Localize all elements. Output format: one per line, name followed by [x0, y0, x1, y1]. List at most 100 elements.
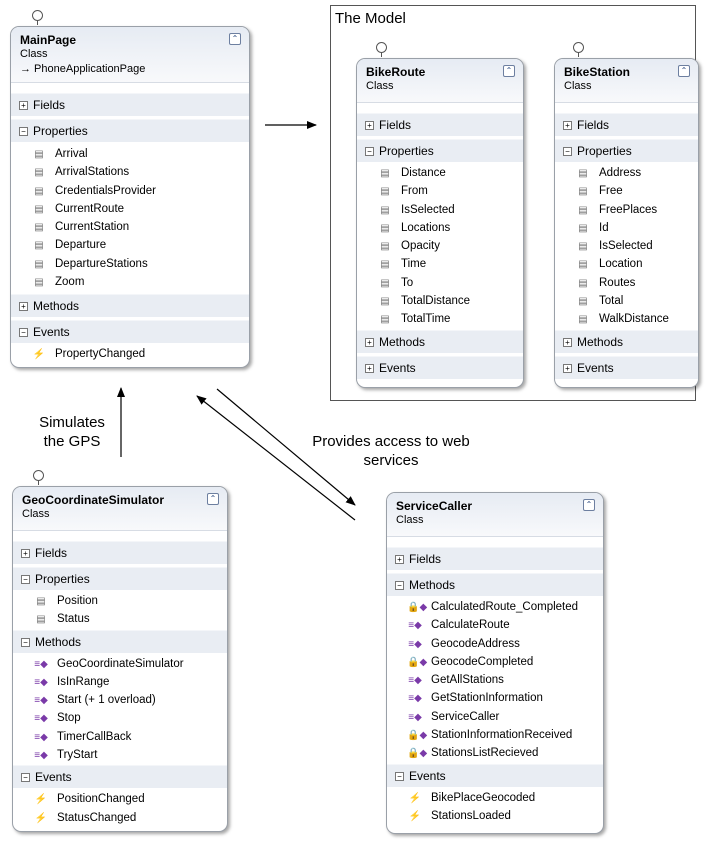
- section-methods[interactable]: −Methods: [13, 629, 227, 653]
- plus-box-icon[interactable]: +: [365, 337, 374, 347]
- property-item[interactable]: ▤CurrentStation: [11, 218, 249, 236]
- method-item[interactable]: ≡◆IsInRange: [13, 673, 227, 691]
- minus-box-icon[interactable]: −: [21, 637, 30, 647]
- property-item[interactable]: ▤Status: [13, 610, 227, 628]
- plus-box-icon[interactable]: +: [563, 121, 572, 130]
- property-item[interactable]: ▤Locations: [357, 219, 523, 237]
- plus-box-icon[interactable]: +: [365, 121, 374, 130]
- minus-box-icon[interactable]: −: [19, 328, 28, 338]
- double-chevron-up-icon[interactable]: ⌃: [678, 65, 690, 77]
- method-item[interactable]: ≡◆GetAllStations: [387, 671, 603, 689]
- method-item[interactable]: ≡◆Stop: [13, 709, 227, 727]
- event-item[interactable]: ⚡StatusChanged: [13, 809, 227, 827]
- method-item[interactable]: ≡◆GeoCoordinateSimulator: [13, 655, 227, 673]
- class-box-bikestation[interactable]: BikeStation Class ⌃ +Fields −Properties …: [554, 58, 699, 388]
- property-item[interactable]: ▤ArrivalStations: [11, 163, 249, 181]
- method-item[interactable]: ≡◆TimerCallBack: [13, 728, 227, 746]
- property-item[interactable]: ▤Position: [13, 592, 227, 610]
- property-item[interactable]: ▤Time: [357, 255, 523, 273]
- method-item[interactable]: ≡◆TryStart: [13, 746, 227, 764]
- double-chevron-up-icon[interactable]: ⌃: [503, 65, 515, 77]
- method-item[interactable]: ≡◆GetStationInformation: [387, 689, 603, 707]
- property-item[interactable]: ▤Id: [555, 219, 698, 237]
- section-methods[interactable]: −Methods: [387, 573, 603, 596]
- plus-box-icon[interactable]: +: [365, 363, 374, 373]
- method-item[interactable]: 🔒◆GeocodeCompleted: [387, 653, 603, 671]
- method-item[interactable]: ≡◆CalculateRoute: [387, 616, 603, 634]
- property-item[interactable]: ▤To: [357, 274, 523, 292]
- class-box-geocoordinatesimulator[interactable]: GeoCoordinateSimulator Class ⌃ +Fields −…: [12, 486, 228, 832]
- section-properties[interactable]: −Properties: [13, 567, 227, 590]
- property-icon: ▤: [578, 168, 588, 179]
- property-item[interactable]: ▤TotalDistance: [357, 292, 523, 310]
- section-events[interactable]: −Events: [13, 765, 227, 789]
- class-box-servicecaller[interactable]: ServiceCaller Class ⌃ +Fields −Methods 🔒…: [386, 492, 604, 834]
- plus-box-icon[interactable]: +: [19, 302, 28, 312]
- event-item[interactable]: ⚡StationsLoaded: [387, 807, 603, 825]
- event-item[interactable]: ⚡BikePlaceGeocoded: [387, 789, 603, 807]
- property-item[interactable]: ▤Distance: [357, 164, 523, 182]
- section-fields[interactable]: +Fields: [357, 113, 523, 136]
- property-item[interactable]: ▤Arrival: [11, 145, 249, 163]
- section-events[interactable]: −Events: [387, 763, 603, 787]
- plus-box-icon[interactable]: +: [21, 549, 30, 558]
- method-icon: ≡◆: [408, 638, 422, 650]
- method-item[interactable]: 🔒◆StationInformationReceived: [387, 726, 603, 744]
- member-label: CurrentStation: [55, 221, 130, 234]
- double-chevron-up-icon[interactable]: ⌃: [207, 493, 219, 505]
- section-events[interactable]: +Events: [357, 355, 523, 379]
- event-item[interactable]: ⚡PositionChanged: [13, 790, 227, 808]
- property-item[interactable]: ▤Location: [555, 255, 698, 273]
- property-item[interactable]: ▤Address: [555, 164, 698, 182]
- section-fields[interactable]: +Fields: [11, 93, 249, 116]
- minus-box-icon[interactable]: −: [21, 773, 30, 783]
- event-item[interactable]: ⚡PropertyChanged: [11, 345, 249, 363]
- property-item[interactable]: ▤IsSelected: [555, 237, 698, 255]
- property-item[interactable]: ▤DepartureStations: [11, 255, 249, 273]
- property-item[interactable]: ▤CurrentRoute: [11, 200, 249, 218]
- property-item[interactable]: ▤Free: [555, 182, 698, 200]
- method-item[interactable]: 🔒◆CalculatedRoute_Completed: [387, 598, 603, 616]
- section-properties[interactable]: −Properties: [555, 139, 698, 162]
- section-methods[interactable]: +Methods: [11, 294, 249, 318]
- class-box-mainpage[interactable]: MainPage Class → PhoneApplicationPage ⌃ …: [10, 26, 250, 368]
- property-item[interactable]: ▤Total: [555, 292, 698, 310]
- method-item[interactable]: 🔒◆StationsListRecieved: [387, 744, 603, 762]
- property-item[interactable]: ▤FreePlaces: [555, 201, 698, 219]
- double-chevron-up-icon[interactable]: ⌃: [583, 499, 595, 511]
- section-events[interactable]: −Events: [11, 320, 249, 344]
- plus-box-icon[interactable]: +: [563, 337, 572, 347]
- minus-box-icon[interactable]: −: [563, 147, 572, 156]
- property-item[interactable]: ▤TotalTime: [357, 310, 523, 328]
- minus-box-icon[interactable]: −: [21, 575, 30, 584]
- section-fields[interactable]: +Fields: [13, 541, 227, 564]
- section-properties[interactable]: −Properties: [357, 139, 523, 162]
- section-events[interactable]: +Events: [555, 355, 698, 379]
- plus-box-icon[interactable]: +: [19, 101, 28, 110]
- minus-box-icon[interactable]: −: [19, 127, 28, 136]
- method-item[interactable]: ≡◆ServiceCaller: [387, 708, 603, 726]
- property-item[interactable]: ▤IsSelected: [357, 201, 523, 219]
- property-item[interactable]: ▤WalkDistance: [555, 310, 698, 328]
- method-item[interactable]: ≡◆Start (+ 1 overload): [13, 691, 227, 709]
- section-fields[interactable]: +Fields: [555, 113, 698, 136]
- plus-box-icon[interactable]: +: [563, 363, 572, 373]
- section-methods[interactable]: +Methods: [555, 329, 698, 353]
- class-box-bikeroute[interactable]: BikeRoute Class ⌃ +Fields −Properties ▤D…: [356, 58, 524, 388]
- property-icon: ▤: [34, 277, 44, 289]
- minus-box-icon[interactable]: −: [395, 771, 404, 781]
- minus-box-icon[interactable]: −: [365, 147, 374, 156]
- property-item[interactable]: ▤Zoom: [11, 273, 249, 291]
- property-item[interactable]: ▤CredentialsProvider: [11, 182, 249, 200]
- property-item[interactable]: ▤From: [357, 182, 523, 200]
- section-methods[interactable]: +Methods: [357, 329, 523, 353]
- section-properties[interactable]: −Properties: [11, 119, 249, 142]
- property-item[interactable]: ▤Departure: [11, 236, 249, 254]
- minus-box-icon[interactable]: −: [395, 581, 404, 590]
- property-item[interactable]: ▤Routes: [555, 274, 698, 292]
- double-chevron-up-icon[interactable]: ⌃: [229, 33, 241, 45]
- method-item[interactable]: ≡◆GeocodeAddress: [387, 635, 603, 653]
- section-fields[interactable]: +Fields: [387, 547, 603, 570]
- property-item[interactable]: ▤Opacity: [357, 237, 523, 255]
- plus-box-icon[interactable]: +: [395, 555, 404, 564]
